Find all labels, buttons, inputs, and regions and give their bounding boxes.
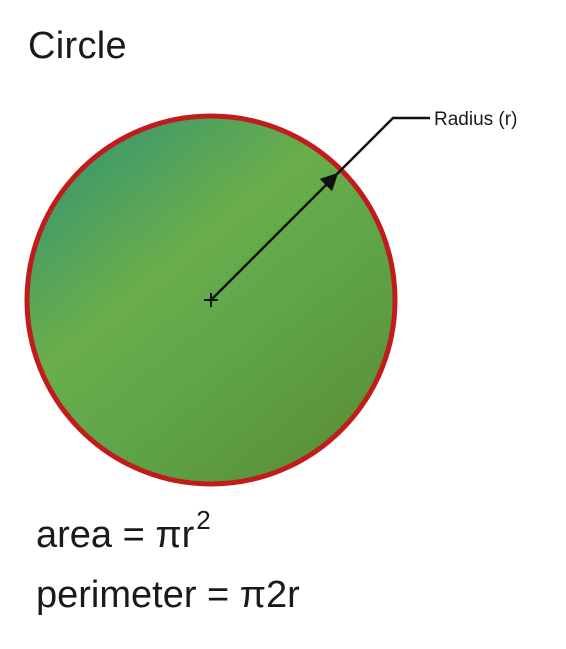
perimeter-formula: perimeter = π2r bbox=[36, 574, 300, 616]
radius-leader-line bbox=[336, 116, 430, 175]
radius-arrow bbox=[210, 172, 339, 301]
area-formula: area = πr2 bbox=[36, 505, 211, 561]
diagram-title: Circle bbox=[28, 25, 127, 67]
radius-label: Radius (r) bbox=[434, 109, 517, 130]
area-exponent: 2 bbox=[196, 505, 211, 535]
area-formula-text: area = πr bbox=[36, 514, 195, 556]
